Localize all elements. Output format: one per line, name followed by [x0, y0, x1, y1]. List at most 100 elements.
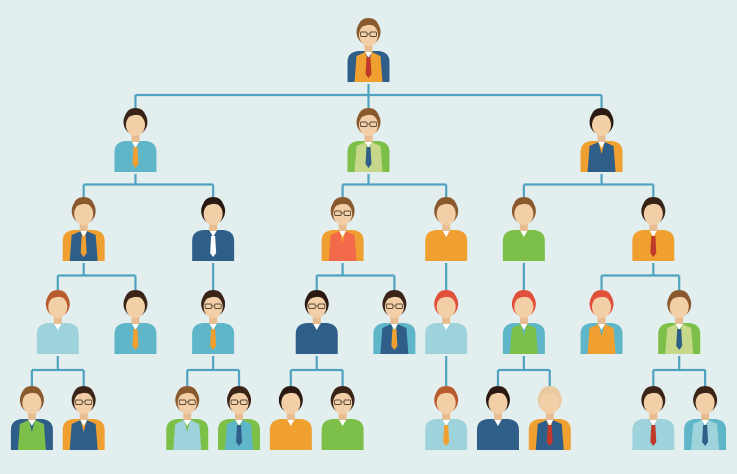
person-hair-top — [72, 197, 95, 209]
person-tie — [236, 425, 243, 446]
person-node — [658, 290, 701, 354]
person-tie — [210, 329, 217, 350]
person-hair-top — [46, 290, 69, 302]
person-neck — [27, 412, 36, 420]
person-vest — [276, 420, 305, 450]
person-hair-top — [72, 386, 95, 398]
person-face — [22, 392, 42, 414]
person-node — [218, 386, 261, 450]
person-node — [580, 290, 623, 354]
person-collar — [131, 141, 140, 148]
person-node — [502, 290, 545, 354]
person-node — [114, 290, 157, 354]
person-face — [203, 296, 223, 318]
person-node — [62, 197, 105, 261]
person-node — [476, 386, 519, 450]
person-tie — [210, 236, 217, 257]
person-collar — [312, 323, 321, 330]
person-tie — [365, 57, 372, 78]
person-vest — [432, 324, 461, 354]
person-face — [384, 296, 404, 318]
person-node — [684, 386, 727, 450]
person-tie — [132, 329, 139, 350]
person-node — [425, 386, 468, 450]
person-collar — [53, 323, 62, 330]
person-vest — [328, 231, 357, 261]
person-collar — [131, 323, 140, 330]
person-face — [281, 392, 301, 414]
person-tie — [365, 147, 372, 168]
person-neck — [675, 316, 684, 324]
person-collar — [286, 419, 295, 426]
person-collar — [338, 419, 347, 426]
person-tie — [702, 425, 709, 446]
person-node — [114, 108, 157, 172]
person-hair-top — [642, 386, 665, 398]
person-vest — [173, 420, 202, 450]
person-neck — [209, 223, 218, 231]
person-tie — [443, 425, 450, 446]
person-face — [333, 203, 353, 225]
person-neck — [131, 316, 140, 324]
person-node — [192, 197, 235, 261]
person-tie — [676, 329, 683, 350]
person-node — [373, 290, 416, 354]
person-neck — [442, 223, 451, 231]
person-neck — [701, 412, 710, 420]
person-tie — [650, 236, 657, 257]
person-face — [333, 392, 353, 414]
people — [10, 18, 727, 450]
person-node — [62, 386, 105, 450]
person-vest — [483, 420, 512, 450]
person-face — [359, 24, 378, 46]
person-face — [592, 296, 612, 318]
person-neck — [338, 223, 347, 231]
person-node — [347, 18, 390, 82]
person-neck — [545, 412, 554, 420]
person-hair-top — [512, 197, 535, 209]
person-hair-top — [642, 197, 665, 209]
connector-lines — [30, 84, 707, 386]
person-hair-top — [305, 290, 328, 302]
person-collar — [209, 230, 218, 237]
person-neck — [338, 412, 347, 420]
person-hair-top — [435, 290, 458, 302]
person-collar — [493, 419, 502, 426]
person-collar — [79, 230, 88, 237]
person-node — [425, 290, 468, 354]
person-neck — [312, 316, 321, 324]
person-vest — [302, 324, 331, 354]
person-face — [74, 392, 94, 414]
person-collar — [442, 419, 451, 426]
person-collar — [183, 419, 192, 426]
person-hair-top — [20, 386, 43, 398]
person-hair-top — [538, 386, 561, 398]
person-node — [632, 386, 675, 450]
person-collar — [338, 230, 347, 237]
person-neck — [649, 223, 658, 231]
person-neck — [131, 134, 140, 142]
person-neck — [390, 316, 399, 324]
person-collar — [649, 419, 658, 426]
person-collar — [701, 419, 710, 426]
person-face — [74, 203, 94, 225]
person-hair-top — [124, 108, 147, 120]
person-collar — [235, 419, 244, 426]
person-neck — [649, 412, 658, 420]
person-face — [177, 392, 197, 414]
person-face — [359, 114, 378, 136]
person-hair-top — [486, 386, 509, 398]
person-collar — [79, 419, 88, 426]
person-face — [48, 296, 68, 318]
person-hair-top — [512, 290, 535, 302]
person-hair-top — [279, 386, 302, 398]
person-neck — [519, 316, 528, 324]
person-hair-top — [124, 290, 147, 302]
person-tie — [391, 329, 398, 350]
person-hair-top — [668, 290, 691, 302]
person-neck — [286, 412, 295, 420]
person-face — [436, 296, 456, 318]
person-collar — [442, 323, 451, 330]
person-neck — [442, 412, 451, 420]
